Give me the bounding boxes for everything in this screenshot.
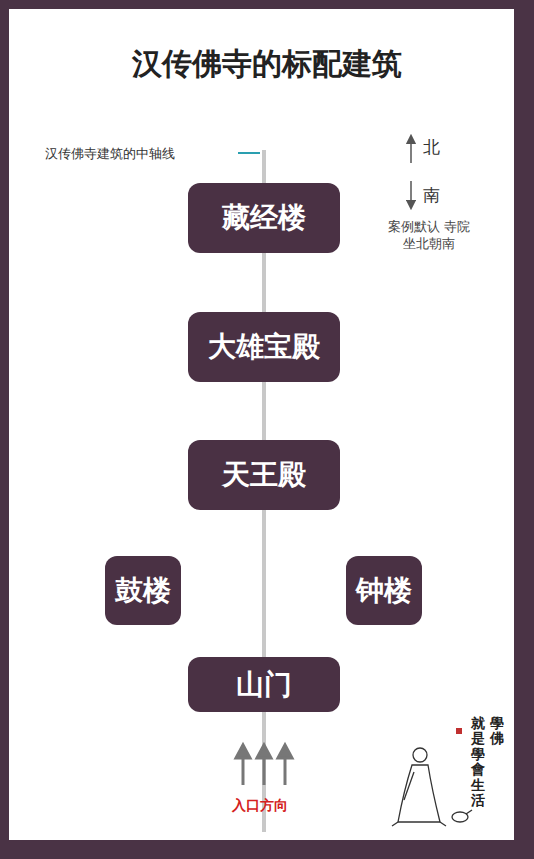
axis-connector bbox=[262, 510, 266, 657]
building-box: 钟楼 bbox=[346, 556, 422, 625]
building-name: 山门 bbox=[236, 666, 292, 704]
axis-connector bbox=[262, 382, 266, 440]
building-name: 鼓楼 bbox=[115, 572, 171, 610]
white-panel bbox=[9, 9, 514, 840]
building-name: 藏经楼 bbox=[222, 199, 306, 237]
building-box: 藏经楼 bbox=[188, 183, 340, 253]
building-box: 山门 bbox=[188, 657, 340, 712]
south-arrow bbox=[410, 181, 412, 205]
title: 汉传佛寺的标配建筑 bbox=[0, 44, 534, 85]
note-label: 就是學會生活 bbox=[471, 716, 485, 808]
building-name: 大雄宝殿 bbox=[208, 328, 320, 366]
axis-line bbox=[262, 150, 266, 186]
note-label: 入口方向 bbox=[232, 797, 288, 815]
note-label: 北 bbox=[423, 136, 440, 159]
monk-figure bbox=[392, 748, 472, 826]
building-box: 天王殿 bbox=[188, 440, 340, 510]
building-box: 鼓楼 bbox=[105, 556, 181, 625]
seal-mark bbox=[456, 728, 462, 734]
entry-arrows bbox=[236, 745, 292, 785]
note-label: 汉传佛寺建筑的中轴线 bbox=[45, 145, 175, 163]
leader-line bbox=[238, 152, 260, 154]
building-box: 大雄宝殿 bbox=[188, 312, 340, 382]
note-label: 南 bbox=[423, 184, 440, 207]
building-name: 天王殿 bbox=[222, 456, 306, 494]
north-arrow bbox=[410, 139, 412, 163]
building-name: 钟楼 bbox=[356, 572, 412, 610]
axis-line bbox=[262, 710, 266, 832]
axis-connector bbox=[262, 253, 266, 312]
note-label: 學佛 bbox=[490, 716, 504, 747]
note-label: 案例默认 寺院坐北朝南 bbox=[384, 219, 474, 253]
